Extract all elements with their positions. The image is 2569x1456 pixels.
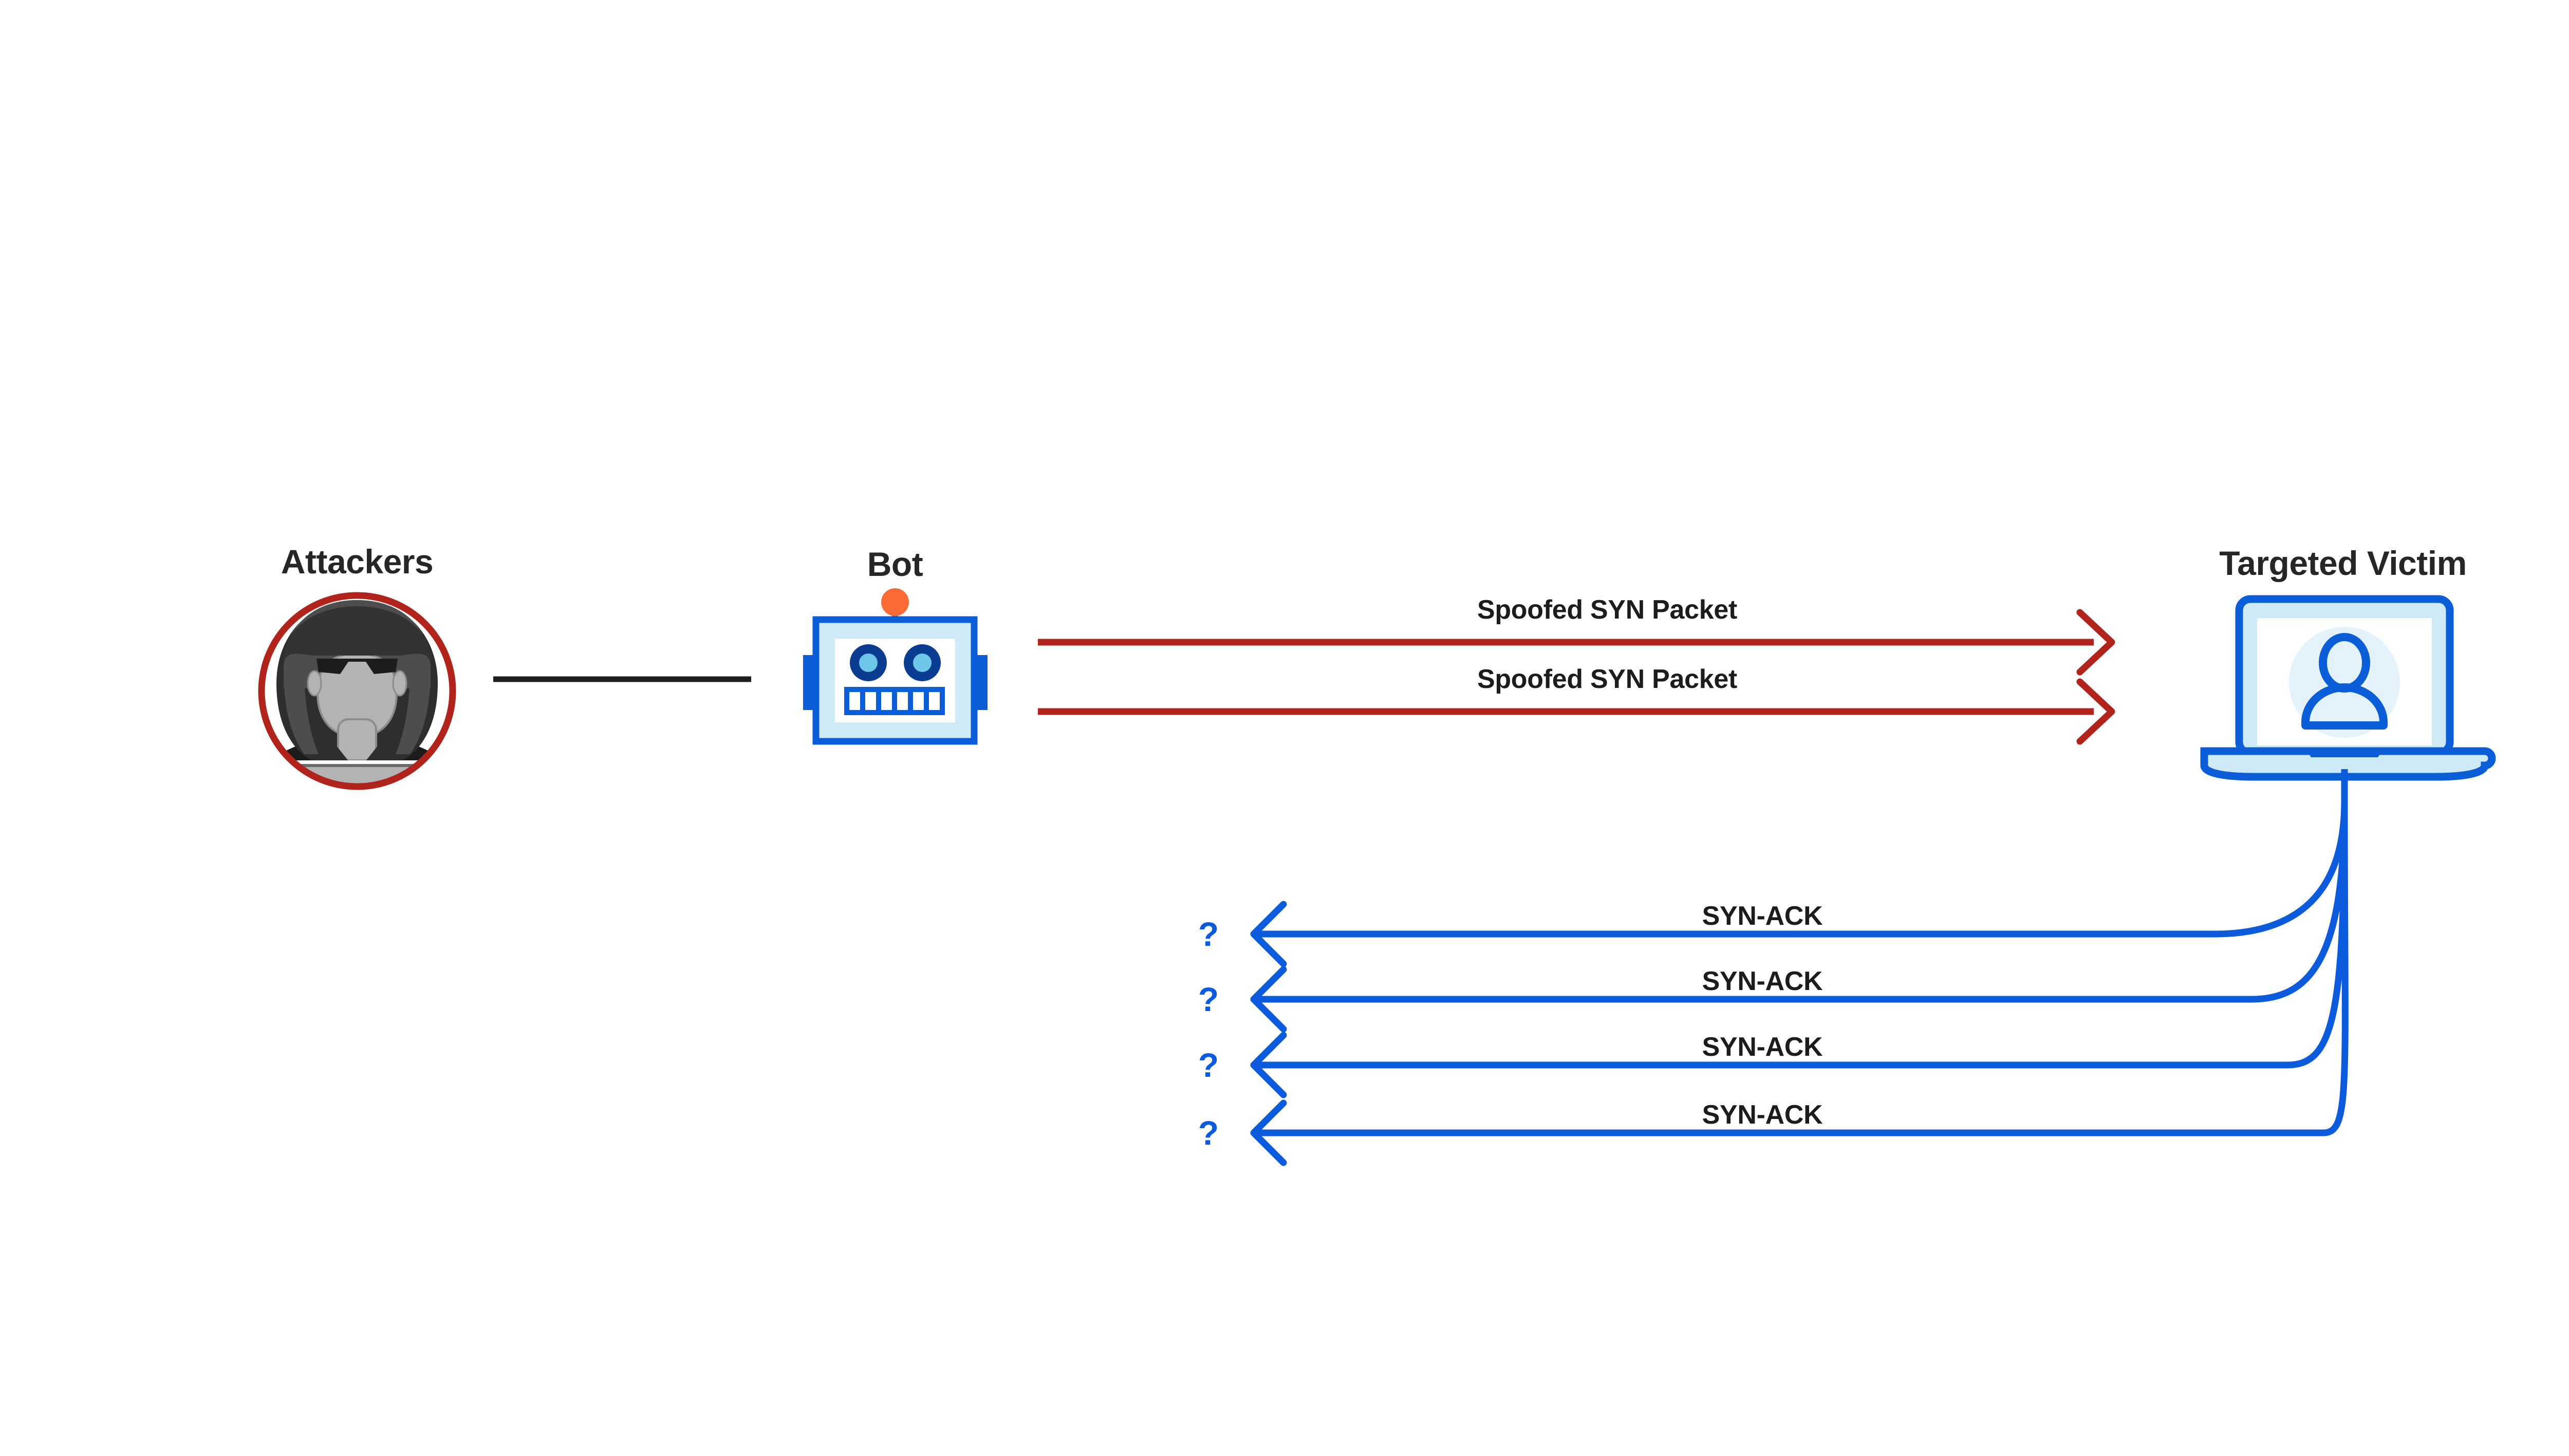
- bot-antenna-light: [881, 588, 909, 616]
- synack-label-2: SYN-ACK: [1702, 966, 1823, 996]
- spoofed-syn-label-1: Spoofed SYN Packet: [1477, 595, 1738, 625]
- unanswered-marker-3: ?: [1198, 1046, 1219, 1084]
- page-title-victim: Targeted Victim: [2219, 544, 2467, 582]
- unanswered-marker-4: ?: [1198, 1114, 1219, 1152]
- synack-label-3: SYN-ACK: [1702, 1032, 1823, 1062]
- synack-label-1: SYN-ACK: [1702, 901, 1823, 931]
- page-title-bot: Bot: [867, 545, 923, 583]
- victim-laptop-icon: [2200, 595, 2496, 781]
- unanswered-marker-1: ?: [1198, 915, 1219, 953]
- spoofed-syn-label-2: Spoofed SYN Packet: [1477, 664, 1738, 694]
- spoofed-syn-arrow-1: [1038, 609, 2115, 676]
- page-title-attackers: Attackers: [281, 543, 434, 581]
- synack-path-1: [1250, 801, 2348, 967]
- attackers-icon: [258, 592, 456, 790]
- unanswered-marker-2: ?: [1198, 980, 1219, 1018]
- synack-label-4: SYN-ACK: [1702, 1100, 1823, 1130]
- synack-arrows: [1250, 769, 2349, 1166]
- bot-icon: [803, 588, 988, 745]
- spoofed-syn-arrows: [1038, 609, 2115, 745]
- spoofed-syn-arrow-2: [1038, 678, 2115, 745]
- synack-path-4: [1250, 801, 2349, 1166]
